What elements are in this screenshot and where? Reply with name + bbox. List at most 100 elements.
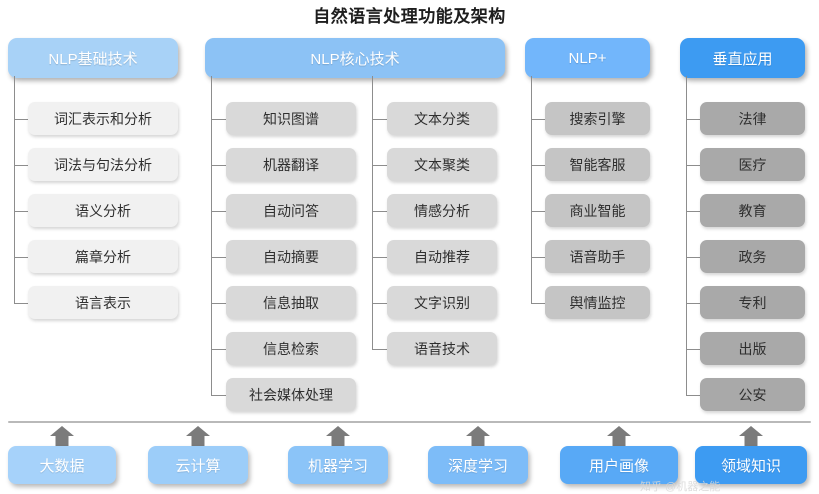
node-vertical-app-0-6[interactable]: 公安 [700,378,805,411]
node-nlp-core-1-3[interactable]: 自动推荐 [387,240,497,273]
connector-stub [531,210,545,212]
connector-stub [686,394,700,396]
node-vertical-app-0-4[interactable]: 专利 [700,286,805,319]
column-header-label: NLP基础技术 [48,50,138,68]
connector-stub [211,164,226,166]
foundation-item-3[interactable]: 深度学习 [428,446,528,484]
foundation-item-label: 深度学习 [447,457,508,475]
connector-stub [372,302,387,304]
connector-stub [531,164,545,166]
connector-stub [686,164,700,166]
foundation-item-1[interactable]: 云计算 [148,446,248,484]
node-label: 信息抽取 [263,294,319,311]
connector-stub [14,302,28,304]
node-label: 语音技术 [414,340,470,357]
node-nlp-core-0-1[interactable]: 机器翻译 [226,148,356,181]
node-label: 政务 [738,248,767,265]
foundation-item-4[interactable]: 用户画像 [560,446,678,484]
node-vertical-app-0-1[interactable]: 医疗 [700,148,805,181]
node-nlp-basic-0-4[interactable]: 语言表示 [28,286,178,319]
node-label: 自动摘要 [263,248,319,265]
node-vertical-app-0-0[interactable]: 法律 [700,102,805,135]
connector-trunk [211,76,212,395]
node-nlp-basic-0-0[interactable]: 词汇表示和分析 [28,102,178,135]
foundation-item-label: 领域知识 [720,457,781,475]
node-label: 舆情监控 [569,294,626,311]
node-label: 搜索引擎 [569,110,626,127]
node-nlp-core-1-5[interactable]: 语音技术 [387,332,497,365]
node-label: 语义分析 [75,202,131,219]
node-label: 语言表示 [75,294,131,311]
node-label: 自动推荐 [414,248,470,265]
arrow-up-icon [185,425,211,449]
node-nlp-basic-0-2[interactable]: 语义分析 [28,194,178,227]
connector-stub [211,118,226,120]
node-label: 语音助手 [569,248,626,265]
node-label: 知识图谱 [263,110,319,127]
connector-stub [686,302,700,304]
node-nlp-plus-0-1[interactable]: 智能客服 [545,148,650,181]
node-nlp-plus-0-2[interactable]: 商业智能 [545,194,650,227]
column-header-label: 垂直应用 [712,50,773,68]
connector-stub [686,210,700,212]
column-header-label: NLP+ [568,49,607,67]
node-nlp-core-1-2[interactable]: 情感分析 [387,194,497,227]
foundation-item-2[interactable]: 机器学习 [288,446,388,484]
watermark: 知乎 @机器之能 [640,481,721,493]
node-label: 机器翻译 [263,156,319,173]
node-nlp-core-0-3[interactable]: 自动摘要 [226,240,356,273]
node-vertical-app-0-2[interactable]: 教育 [700,194,805,227]
column-header-nlp-basic[interactable]: NLP基础技术 [8,38,178,78]
connector-trunk [14,76,15,303]
node-nlp-core-0-0[interactable]: 知识图谱 [226,102,356,135]
connector-stub [14,118,28,120]
node-nlp-core-1-0[interactable]: 文本分类 [387,102,497,135]
connector-stub [211,256,226,258]
node-nlp-core-1-1[interactable]: 文本聚类 [387,148,497,181]
node-nlp-core-0-5[interactable]: 信息检索 [226,332,356,365]
node-nlp-plus-0-0[interactable]: 搜索引擎 [545,102,650,135]
foundation-item-label: 用户画像 [588,457,649,475]
connector-stub [372,348,387,350]
connector-stub [686,256,700,258]
node-label: 词汇表示和分析 [54,110,152,127]
node-nlp-plus-0-4[interactable]: 舆情监控 [545,286,650,319]
foundation-item-0[interactable]: 大数据 [8,446,116,484]
node-nlp-basic-0-1[interactable]: 词法与句法分析 [28,148,178,181]
connector-stub [211,302,226,304]
node-nlp-core-0-2[interactable]: 自动问答 [226,194,356,227]
connector-stub [372,164,387,166]
connector-stub [14,256,28,258]
column-header-vertical-app[interactable]: 垂直应用 [680,38,805,78]
column-header-nlp-core[interactable]: NLP核心技术 [205,38,505,78]
node-label: 专利 [738,294,767,311]
node-label: 信息检索 [263,340,319,357]
foundation-item-label: 大数据 [39,457,85,475]
connector-stub [14,210,28,212]
connector-stub [372,256,387,258]
node-nlp-core-1-4[interactable]: 文字识别 [387,286,497,319]
node-nlp-basic-0-3[interactable]: 篇章分析 [28,240,178,273]
connector-stub [531,256,545,258]
node-label: 医疗 [738,156,767,173]
node-label: 法律 [738,110,767,127]
foundation-divider [8,421,811,423]
connector-stub [686,348,700,350]
column-header-nlp-plus[interactable]: NLP+ [525,38,650,78]
node-label: 篇章分析 [75,248,131,265]
node-nlp-core-0-6[interactable]: 社会媒体处理 [226,378,356,411]
node-label: 自动问答 [263,202,319,219]
node-vertical-app-0-3[interactable]: 政务 [700,240,805,273]
node-label: 智能客服 [569,156,626,173]
connector-stub [531,302,545,304]
connector-trunk [531,76,532,303]
node-nlp-core-0-4[interactable]: 信息抽取 [226,286,356,319]
node-label: 出版 [738,340,767,357]
arrow-up-icon [325,425,351,449]
node-label: 情感分析 [414,202,470,219]
arrow-up-icon [49,425,75,449]
node-vertical-app-0-5[interactable]: 出版 [700,332,805,365]
connector-stub [211,394,226,396]
node-nlp-plus-0-3[interactable]: 语音助手 [545,240,650,273]
foundation-item-5[interactable]: 领域知识 [695,446,807,484]
